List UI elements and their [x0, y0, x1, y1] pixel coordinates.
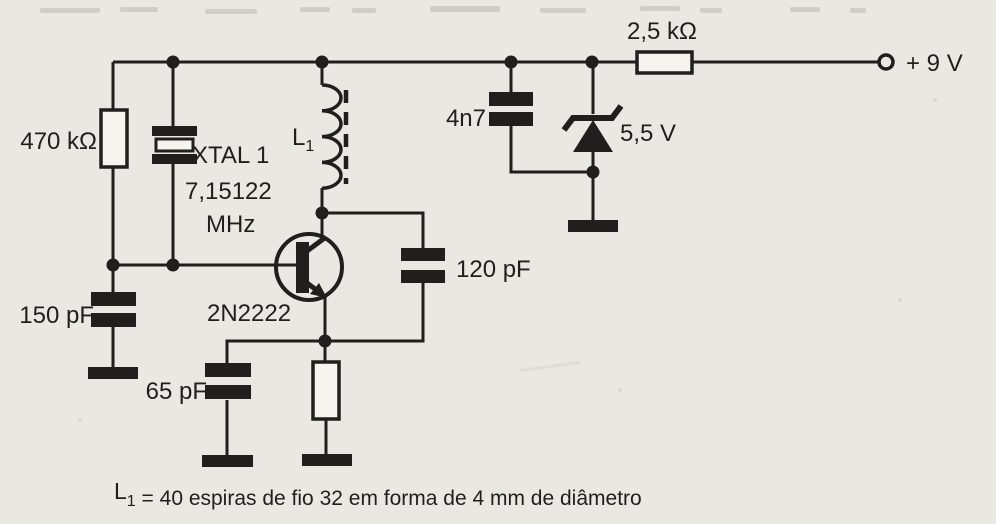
label-bias-resistor: 470 kΩ	[20, 128, 97, 155]
feedback-capacitor-symbol	[401, 248, 445, 283]
supply-resistor-body	[635, 50, 694, 75]
label-emitter-capacitor: 65 pF	[146, 378, 207, 405]
junction-dots	[106, 55, 600, 348]
wire-emitter-leads	[323, 296, 328, 455]
zener-diode-symbol	[561, 104, 624, 152]
zener-cathode-bar	[561, 104, 624, 132]
emitter-resistor-body	[311, 360, 341, 421]
wires	[111, 60, 879, 456]
ground-zener	[568, 220, 618, 232]
label-crystal-name: XTAL 1	[192, 142, 269, 169]
ground-symbols	[88, 220, 618, 467]
bias-resistor-body	[99, 108, 129, 169]
base-capacitor-symbol	[91, 292, 136, 327]
transistor-symbol	[274, 232, 344, 302]
emitter-capacitor-symbol	[205, 363, 251, 399]
supply-terminal-circle	[877, 53, 895, 71]
label-bypass-capacitor: 4n7	[446, 105, 486, 132]
wire-emitter-cap-leads	[225, 339, 326, 456]
label-crystal-frequency: 7,15122	[185, 178, 272, 205]
ground-base-cap	[88, 367, 138, 379]
label-supply-terminal: + 9 V	[906, 50, 963, 77]
label-transistor: 2N2222	[207, 300, 291, 327]
label-zener-voltage: 5,5 V	[620, 120, 676, 147]
inductor-coil	[321, 83, 343, 190]
capacitors	[91, 92, 533, 399]
ground-emitter-resistor	[302, 454, 352, 466]
transistor-emitter-arrow	[310, 283, 327, 298]
zener-anode-triangle	[573, 120, 613, 152]
ground-emitter-cap	[202, 455, 253, 467]
figure-caption: L1 = 40 espiras de fio 32 em forma de 4 …	[114, 478, 642, 510]
label-crystal-unit: MHz	[206, 211, 255, 238]
label-feedback-capacitor: 120 pF	[456, 256, 531, 283]
bypass-capacitor-symbol	[489, 92, 533, 126]
transistor-collector-lead	[301, 234, 328, 257]
label-base-capacitor: 150 pF	[19, 302, 94, 329]
resistors	[99, 50, 694, 421]
inductor-symbol	[321, 83, 349, 190]
wire-feedback-cap-loop	[322, 211, 425, 343]
crystal-symbol	[152, 126, 197, 164]
scan-artifacts	[40, 6, 937, 422]
label-supply-resistor: 2,5 kΩ	[627, 18, 697, 45]
label-inductor: L1	[292, 124, 314, 155]
